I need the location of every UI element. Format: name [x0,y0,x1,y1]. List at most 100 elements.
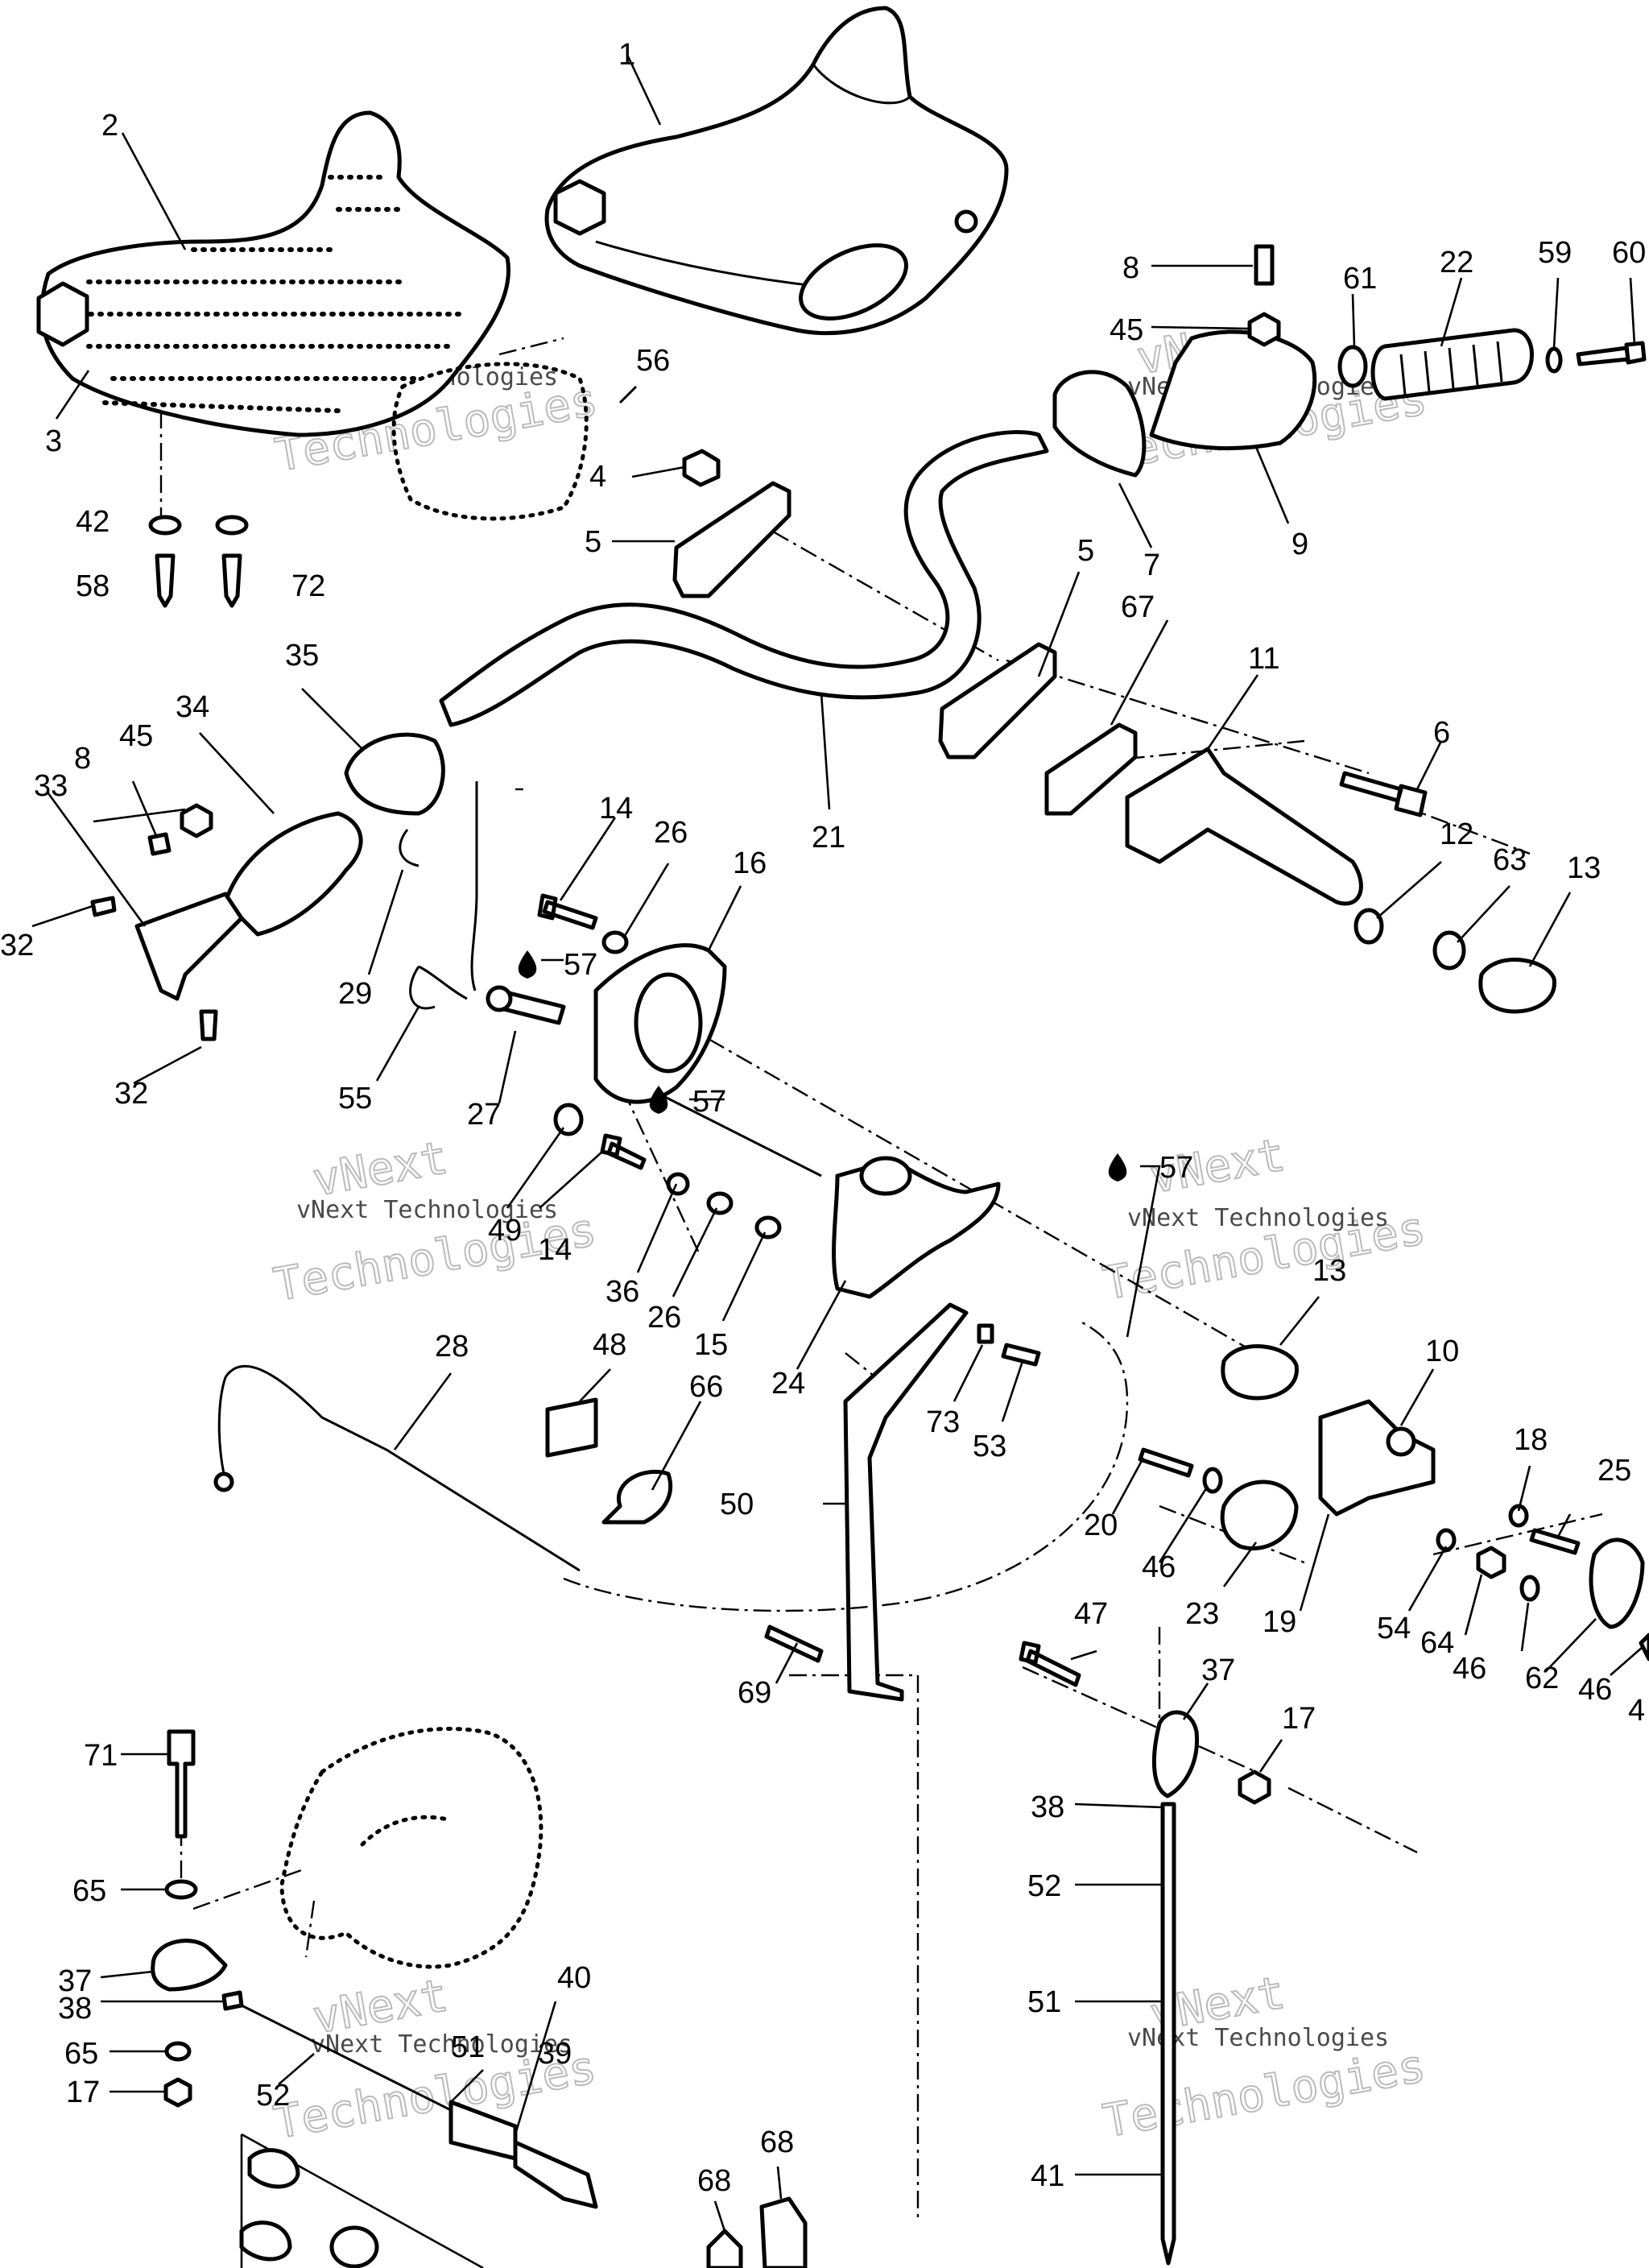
part-45-nut-top [1247,312,1281,347]
callout-65-lower: 65 [64,2037,98,2071]
callout-46-b: 46 [1453,1652,1486,1686]
callout-20: 20 [1084,1509,1118,1542]
part-67-gasket [1044,722,1138,816]
part-17-nut-right [1238,1769,1271,1805]
part-15-washer [754,1215,782,1240]
callout-46-a: 46 [1142,1550,1176,1584]
callout-51-right: 51 [1027,1985,1061,2019]
callout-63: 63 [1493,843,1527,877]
callout-66: 66 [689,1370,723,1404]
part-53-bolt [1001,1343,1041,1367]
callout-18: 18 [1514,1423,1548,1457]
part-29-clip [399,829,419,867]
callout-8-left: 8 [74,742,91,776]
callout-65-upper: 65 [72,1874,106,1908]
part-pin-rod [661,1094,822,1177]
callout-52-right: 52 [1027,1869,1061,1903]
part-50-bracket [843,1302,969,1702]
part-40-sheath [513,2140,598,2209]
callout-48: 48 [593,1328,626,1362]
callout-51-left: 51 [451,2030,485,2064]
callout-8-top: 8 [1122,251,1139,285]
callout-labels: 1 2 3 4 5 5 6 7 8 8 9 10 11 12 13 13 14 … [0,38,1646,2198]
callout-29: 29 [338,977,372,1011]
part-46-washer-a [1202,1467,1223,1494]
callout-68-a: 68 [697,2164,731,2198]
callout-4-right: 4 [1628,1694,1645,1728]
lubricant-drop-icon-a [518,950,537,979]
part-28-cable [224,1364,581,1572]
part-18-washer [1508,1504,1529,1528]
part-68-bracket-b [759,2196,808,2268]
callout-3: 3 [45,424,62,458]
callout-54: 54 [1377,1612,1411,1645]
callout-56: 56 [636,344,670,378]
leader-lines [31,56,1643,2232]
callout-59: 59 [1538,236,1572,270]
part-8-set-screw-top [1254,244,1275,286]
part-13-bushing-top [1478,958,1556,1014]
callout-6: 6 [1433,716,1450,750]
callout-61: 61 [1343,262,1377,296]
part-rod-right [1160,1802,1176,2266]
callout-23: 23 [1185,1597,1219,1631]
callout-24: 24 [771,1367,805,1401]
part-37-rod-end-right [1152,1710,1200,1798]
callout-52-left: 52 [256,2079,290,2113]
callout-46-c: 46 [1578,1673,1612,1707]
callout-5-lower: 5 [1077,534,1094,568]
part-6-bolt [1339,771,1428,817]
callout-58: 58 [76,569,110,603]
part-58-screw [155,553,176,608]
part-61-spacer [1337,345,1368,388]
callout-69: 69 [738,1676,771,1710]
callout-39: 39 [538,2037,572,2071]
part-5-upper-plate [672,481,791,598]
callout-9: 9 [1292,528,1308,561]
part-42-washer-b [215,515,249,536]
callout-12: 12 [1440,817,1473,851]
watermark-text-h: vNext Technologies [296,1196,558,1224]
part-59-washer [1545,346,1563,374]
callout-10: 10 [1425,1335,1459,1368]
part-69-bolt [764,1624,824,1663]
callout-15: 15 [694,1328,728,1362]
part-63-washer [1432,930,1466,971]
part-25-bolt [1529,1528,1581,1555]
callout-22: 22 [1440,246,1473,279]
callout-14-upper: 14 [599,792,633,826]
part-36-nut [666,1172,690,1196]
callout-38-right: 38 [1031,1790,1064,1824]
callout-36: 36 [605,1275,639,1309]
callout-34: 34 [176,690,209,724]
callout-11: 11 [1248,642,1279,676]
callout-1: 1 [618,38,635,72]
part-2-foam [39,110,510,437]
callout-7: 7 [1143,548,1160,582]
callout-21: 21 [812,821,845,855]
callout-62: 62 [1525,1662,1559,1695]
watermark-text-r: Technologies [1099,2040,1429,2148]
callout-17-right: 17 [1282,1702,1316,1736]
watermark-text-k: vNext Technologies [1127,1204,1389,1232]
part-68-bracket-a [706,2229,743,2268]
callout-26-lower: 26 [647,1301,681,1335]
callout-53: 53 [973,1430,1006,1463]
callout-37-left: 37 [58,1964,92,1998]
part-66-clamp [601,1469,673,1525]
lubricant-drop-icon-c [1108,1153,1127,1182]
part-37-rod-end-left [151,1939,228,1992]
callout-38-left: 38 [58,1992,92,2026]
callout-50: 50 [720,1488,754,1521]
part-49-ring [553,1103,584,1136]
callout-33: 33 [34,769,68,803]
part-8-set-screw-left [147,832,172,856]
part-34-switch-housing [223,811,363,937]
part-54-washer [1436,1528,1457,1552]
callout-13-lower: 13 [1312,1254,1346,1288]
part-14-bolt-a [537,893,598,930]
part-12-washer [1354,908,1384,945]
part-72-screw [221,553,242,608]
part-48-clip [545,1397,598,1458]
